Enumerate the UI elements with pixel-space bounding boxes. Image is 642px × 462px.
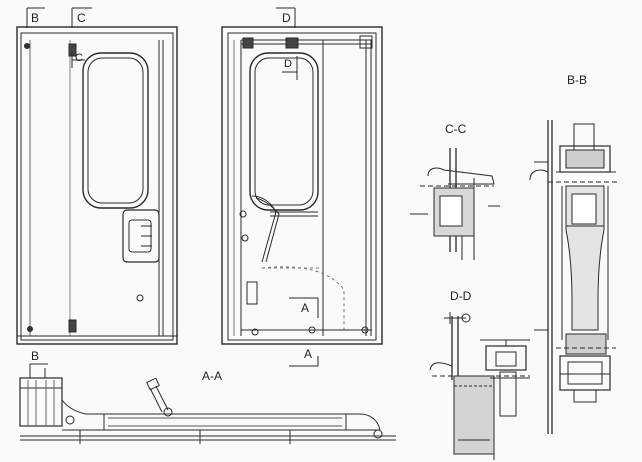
section-title-d-d: D-D <box>450 289 472 303</box>
section-mark-b-bottom: B <box>31 349 40 363</box>
section-title-b-b: B-B <box>567 73 588 87</box>
section-mark-b-top: B <box>31 11 40 25</box>
section-mark-c-top: C <box>77 11 86 25</box>
section-mark-c-side: C <box>75 52 83 64</box>
section-mark-d-side: D <box>284 58 292 70</box>
section-mark-a-bottom: A <box>304 347 313 361</box>
section-mark-a-mid: A <box>301 301 310 315</box>
section-a-a <box>19 363 396 444</box>
section-mark-d-top: D <box>282 11 291 25</box>
section-title-a-a: A-A <box>202 369 223 383</box>
section-d-d <box>429 312 530 460</box>
section-title-c-c: C-C <box>445 122 467 136</box>
section-b-b <box>529 120 620 434</box>
door-interior-view <box>221 7 383 367</box>
door-exterior-view <box>16 7 178 345</box>
section-c-c <box>410 148 500 260</box>
